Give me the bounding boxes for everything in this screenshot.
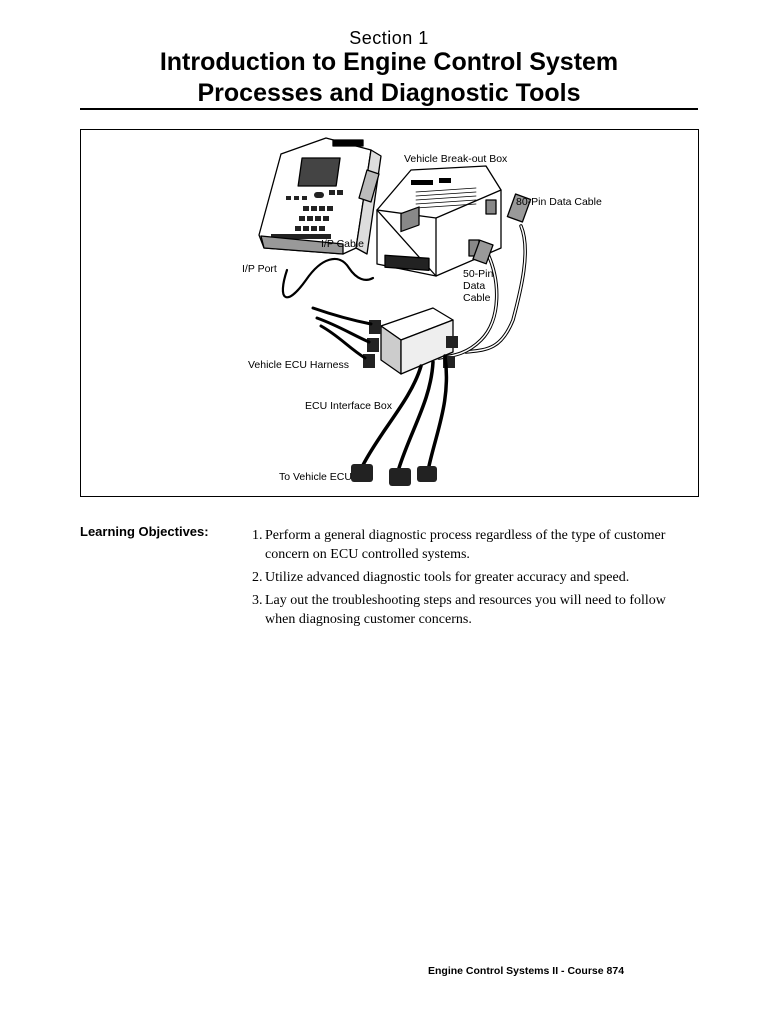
objective-item: 1. Perform a general diagnostic process … [252,526,692,564]
ecu-harness-cables-drawing [361,354,449,470]
label-50-pin-data-cable: 50-Pin Data Cable [463,268,493,304]
title-line-1: Introduction to Engine Control System [159,48,619,76]
label-ip-port: I/P Port [242,263,277,275]
label-50-pin-line-2: Data [463,280,486,292]
label-ecu-interface-box: ECU Interface Box [305,400,392,412]
label-80-pin-data-cable: 80-Pin Data Cable [516,196,602,208]
equipment-illustration [258,137,532,486]
ecu-interface-box-drawing [363,206,458,375]
objective-text: Lay out the troubleshooting steps and re… [265,593,666,627]
objective-text: Perform a general diagnostic process reg… [265,528,666,562]
title-rule [80,108,698,110]
page-footer: Engine Control Systems II - Course 874 [428,965,625,977]
objective-item: 3. Lay out the troubleshooting steps and… [252,591,692,629]
objective-number: 3. [252,593,263,608]
objective-number: 2. [252,570,263,585]
objective-item: 2. Utilize advanced diagnostic tools for… [252,568,692,587]
objective-text: Utilize advanced diagnostic tools for gr… [265,570,630,585]
ip-cable-drawing [281,258,375,299]
label-to-vehicle-ecu: To Vehicle ECU [279,471,352,483]
objective-number: 1. [252,528,263,543]
label-50-pin-line-3: Cable [463,292,491,304]
label-50-pin-line-1: 50-Pin [463,268,494,280]
section-label: Section 1 [349,28,429,48]
title-line-2: Processes and Diagnostic Tools [197,79,581,107]
ecu-connectors-drawing [351,464,437,486]
learning-objectives-heading: Learning Objectives: [80,524,209,539]
learning-objectives-list: 1. Perform a general diagnostic process … [252,526,692,633]
handheld-tester-drawing [258,137,382,255]
diagnostic-tools-figure: Vehicle Break-out Box 80-Pin Data Cable … [80,129,699,497]
label-vehicle-ecu-harness: Vehicle ECU Harness [248,359,349,371]
label-vehicle-breakout-box: Vehicle Break-out Box [404,153,508,165]
breakout-box-drawing [376,165,502,277]
vehicle-ecu-harness-drawing [311,306,373,360]
label-ip-cable: I/P Cable [321,238,364,250]
page-title: Introduction to Engine Control System Pr… [0,47,768,109]
